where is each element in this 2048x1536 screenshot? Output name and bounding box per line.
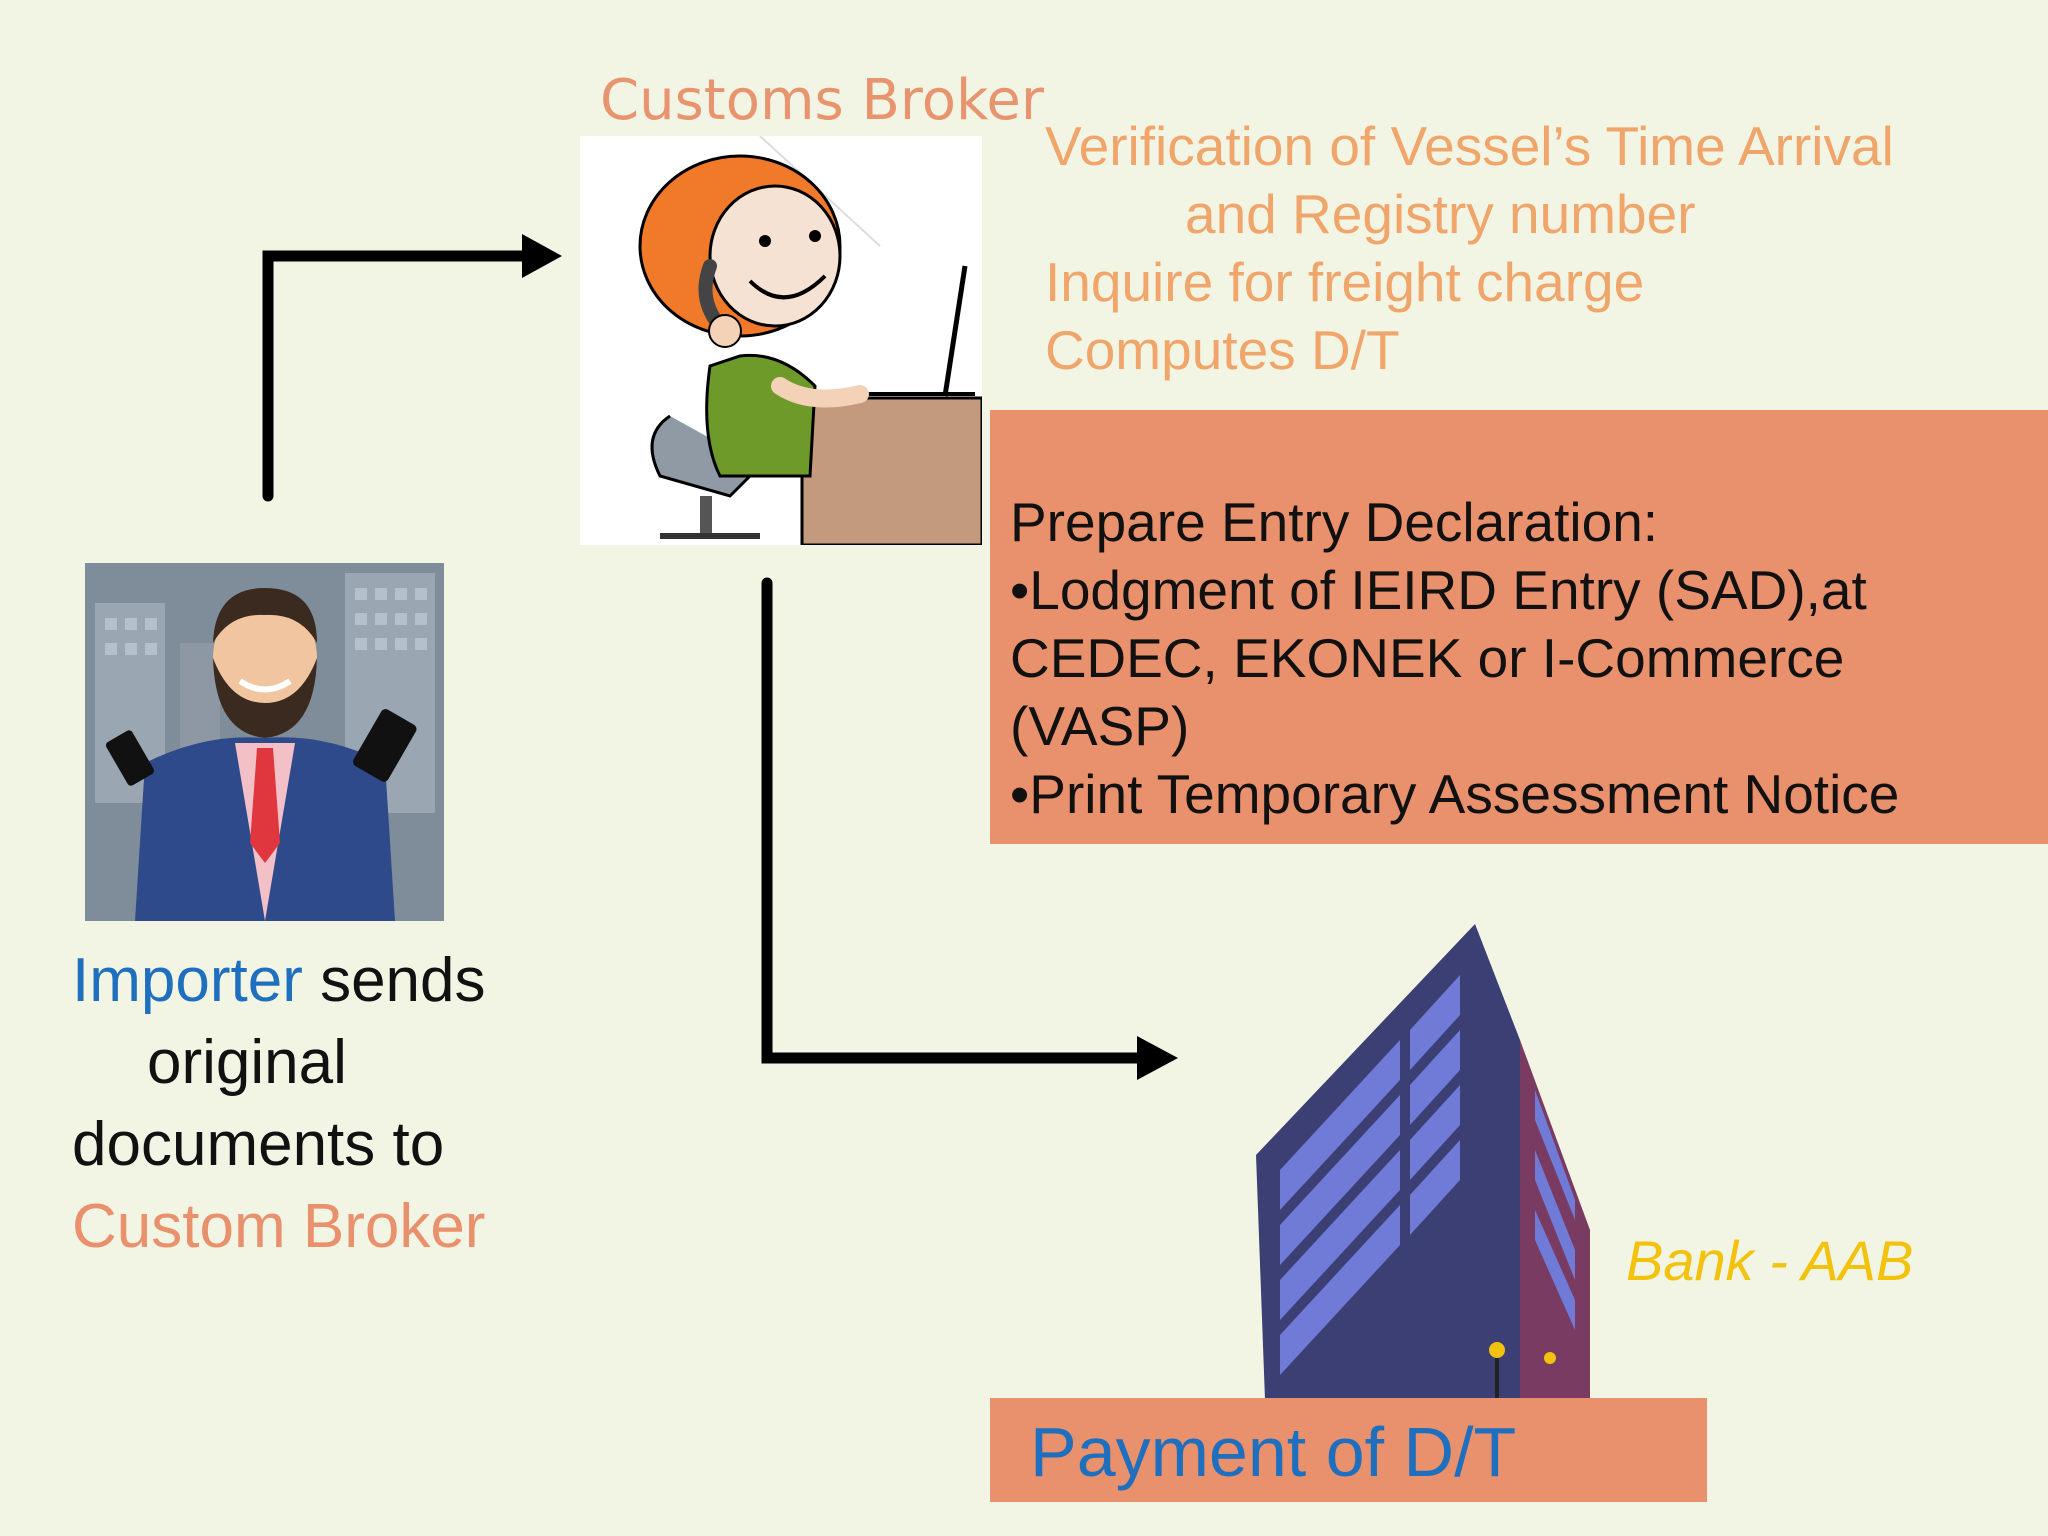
entry-line-print: •Print Temporary Assessment Notice (1010, 763, 1900, 825)
entry-line-systems: CEDEC, EKONEK or I-Commerce (1010, 627, 1845, 689)
importer-word: Importer (72, 946, 303, 1015)
importer-line-original: original (147, 1028, 347, 1097)
bank-building-illustration (1256, 924, 1590, 1400)
step-compute: Computes D/T (1045, 319, 1400, 381)
entry-line-vasp: (VASP) (1010, 695, 1190, 757)
step-registry: and Registry number (1185, 183, 1696, 245)
bank-label: Bank - AAB (1626, 1229, 1914, 1292)
importer-text: Importer sends original documents to Cus… (72, 940, 486, 1268)
step-freight: Inquire for freight charge (1045, 251, 1645, 313)
importer-illustration (85, 563, 444, 921)
broker-steps: Verification of Vessel’s Time Arrival an… (1045, 112, 1894, 384)
importer-line-broker: Custom Broker (72, 1192, 486, 1261)
broker-illustration (580, 135, 984, 547)
payment-box (990, 1398, 1707, 1502)
arrow-importer-to-broker (262, 234, 562, 502)
entry-line-lodgment: •Lodgment of IEIRD Entry (SAD),at (1010, 559, 1867, 621)
entry-heading: Prepare Entry Declaration: (1010, 491, 1659, 553)
payment-label: Payment of D/T (1030, 1413, 1517, 1491)
importer-sends: sends (302, 946, 486, 1015)
entry-declaration-text: Prepare Entry Declaration: •Lodgment of … (1010, 488, 1899, 828)
importer-line-documents: documents to (72, 1110, 445, 1179)
broker-title: Customs Broker (600, 68, 1044, 133)
arrow-broker-to-bank (761, 577, 1178, 1080)
step-verification: Verification of Vessel’s Time Arrival (1045, 115, 1894, 177)
entry-declaration-box (990, 410, 2048, 844)
